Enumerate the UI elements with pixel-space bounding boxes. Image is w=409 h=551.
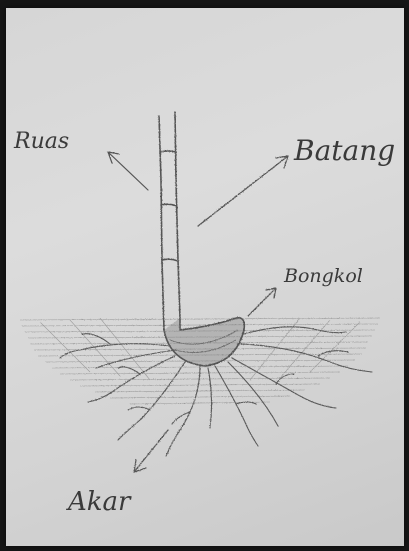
akar-label: Akar [66, 487, 132, 517]
bongkol-label: Bongkol [283, 265, 363, 287]
ruas-arrow [108, 152, 148, 190]
stem-node [160, 151, 176, 152]
stem-node [162, 259, 178, 261]
batang-label: Batang [293, 134, 395, 167]
bongkol-arrow [248, 288, 276, 316]
ruas-label: Ruas [13, 129, 69, 154]
akar-arrow [134, 430, 168, 472]
stem [159, 112, 180, 330]
batang-arrow [198, 156, 288, 226]
stem-node [161, 204, 177, 206]
